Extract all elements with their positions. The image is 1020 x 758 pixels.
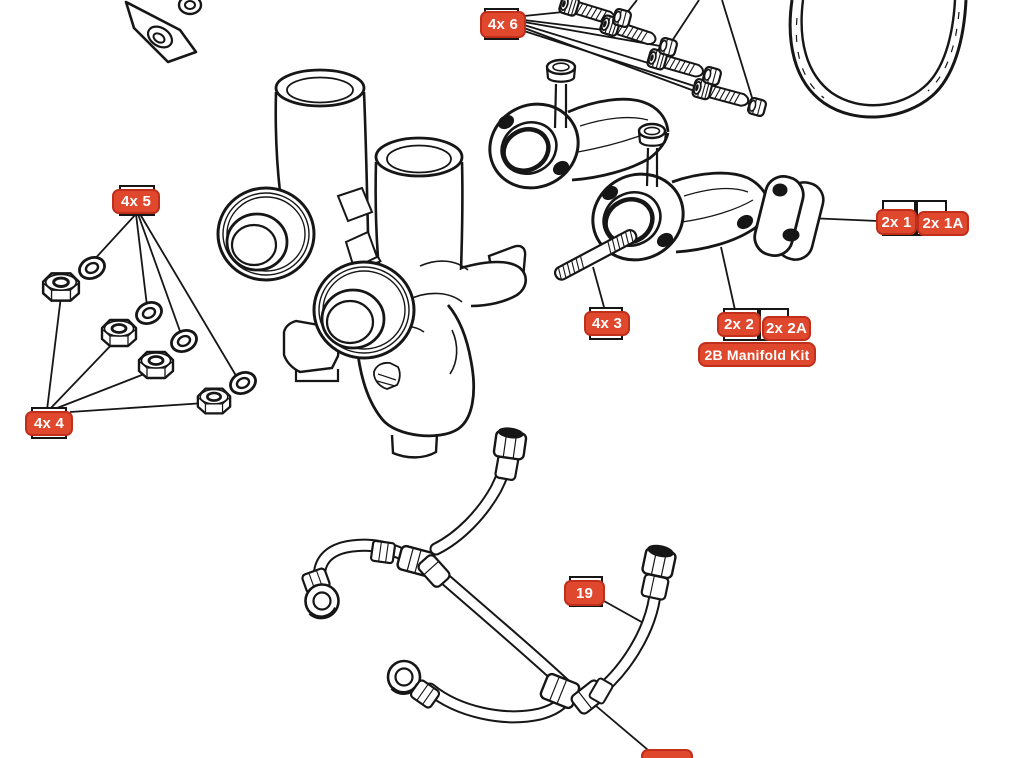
label-2x1[interactable]: 2x 1 <box>876 209 917 235</box>
lock-nut <box>657 36 679 58</box>
label-4x4[interactable]: 4x 4 <box>25 411 73 436</box>
outlet-flange <box>753 175 825 261</box>
mounting-bracket <box>124 0 203 64</box>
manifold-studs <box>545 58 668 187</box>
socket-head-bolts <box>557 0 768 118</box>
washer <box>166 325 202 357</box>
label-partial-bottom[interactable] <box>641 749 693 758</box>
drive-belt <box>788 0 968 119</box>
label-2b-manifold-kit[interactable]: 2B Manifold Kit <box>698 342 816 367</box>
fuel-hose-assembly <box>301 427 677 724</box>
label-4x3[interactable]: 4x 3 <box>584 311 630 336</box>
hex-nut <box>137 350 175 380</box>
label-4x6[interactable]: 4x 6 <box>480 11 526 38</box>
label-19[interactable]: 19 <box>564 580 605 606</box>
hex-nuts <box>41 271 232 415</box>
lock-nut <box>746 96 768 118</box>
label-2x2[interactable]: 2x 2 <box>717 312 761 337</box>
hex-nut <box>100 318 138 348</box>
hex-nut <box>196 387 232 415</box>
washer <box>225 367 261 399</box>
bolt <box>690 77 752 112</box>
washer <box>131 297 167 329</box>
washer <box>74 252 110 284</box>
lock-nut <box>701 65 723 87</box>
label-4x5[interactable]: 4x 5 <box>112 189 160 214</box>
loose-stud <box>553 229 638 281</box>
twin-carburettor-body <box>216 68 527 459</box>
hex-nut <box>41 271 81 303</box>
label-2x2a[interactable]: 2x 2A <box>762 316 811 341</box>
lock-nut <box>611 7 633 29</box>
callout-lines <box>46 0 879 751</box>
label-2x1a[interactable]: 2x 1A <box>917 211 969 236</box>
